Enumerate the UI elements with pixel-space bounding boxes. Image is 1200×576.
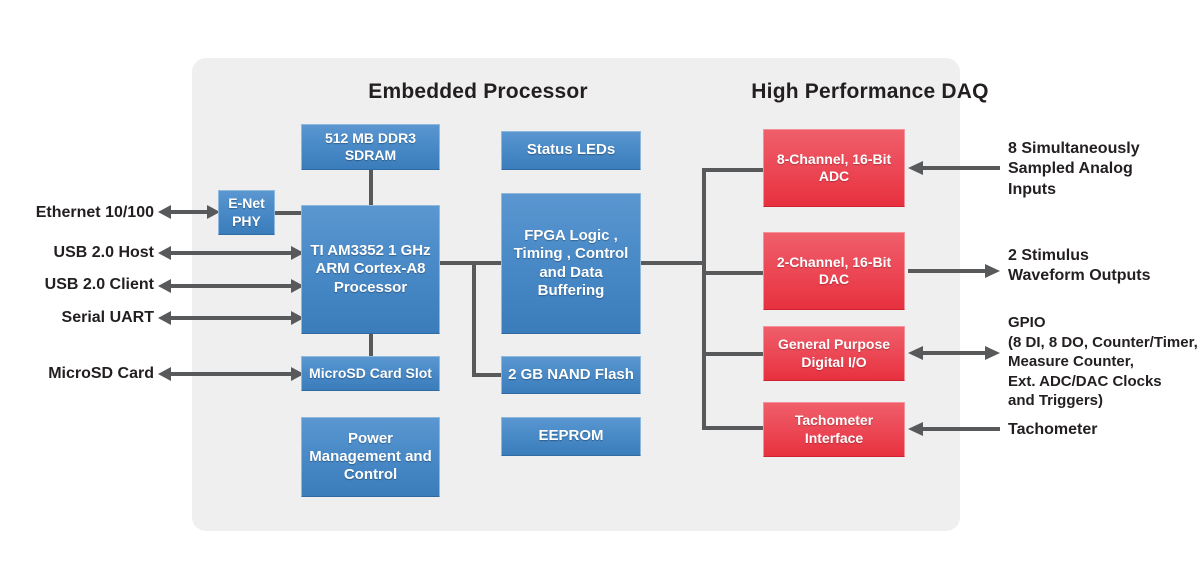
connector-fpga-to-daqbus bbox=[640, 261, 706, 265]
connector-daqbus-to-gpio bbox=[702, 352, 764, 356]
arrow-usb-client-bidirectional bbox=[158, 277, 304, 295]
connector-daqbus-to-tachometer bbox=[702, 426, 764, 430]
block-fpga[interactable]: FPGA Logic , Timing , Control and Data B… bbox=[501, 193, 641, 334]
block-general-purpose-digital-io-label: General Purpose Digital I/O bbox=[777, 336, 891, 370]
label-usb-2-0-client: USB 2.0 Client bbox=[44, 276, 154, 293]
block-enet-phy-label: E-Net PHY bbox=[228, 195, 265, 229]
block-ddr3-sdram[interactable]: 512 MB DDR3 SDRAM bbox=[301, 124, 440, 170]
block-general-purpose-digital-io[interactable]: General Purpose Digital I/O bbox=[763, 326, 905, 381]
block-power-management-and-control[interactable]: Power Management and Control bbox=[301, 417, 440, 497]
label-stimulus-waveform-outputs: 2 Stimulus Waveform Outputs bbox=[1008, 247, 1151, 285]
block-ti-am3352-processor[interactable]: TI AM3352 1 GHz ARM Cortex-A8 Processor bbox=[301, 205, 440, 334]
connector-enetphy-to-cpu bbox=[274, 211, 302, 215]
arrow-stimulus-outputs-output bbox=[908, 262, 1000, 280]
block-power-management-label: Power Management and Control bbox=[309, 429, 432, 484]
block-fpga-label: FPGA Logic , Timing , Control and Data B… bbox=[513, 226, 629, 299]
arrow-analog-inputs-input bbox=[908, 159, 1000, 177]
block-microsd-card-slot-label: MicroSD Card Slot bbox=[309, 364, 432, 381]
label-usb-2-0-host: USB 2.0 Host bbox=[53, 244, 154, 261]
arrow-gpio-bidirectional bbox=[908, 344, 1000, 362]
label-tachometer: Tachometer bbox=[1008, 421, 1098, 438]
block-status-leds[interactable]: Status LEDs bbox=[501, 131, 641, 170]
block-ddr3-sdram-label: 512 MB DDR3 SDRAM bbox=[324, 129, 417, 163]
arrow-tachometer-input bbox=[908, 420, 1000, 438]
block-tachometer-interface[interactable]: Tachometer Interface bbox=[763, 402, 905, 457]
section-title-high-performance-daq: High Performance DAQ bbox=[751, 80, 989, 103]
arrow-serial-uart-bidirectional bbox=[158, 309, 304, 327]
block-adc-label: 8-Channel, 16-Bit ADC bbox=[776, 150, 892, 184]
label-serial-uart: Serial UART bbox=[61, 309, 154, 326]
block-nand-flash[interactable]: 2 GB NAND Flash bbox=[501, 356, 641, 394]
block-adc[interactable]: 8-Channel, 16-Bit ADC bbox=[763, 129, 905, 207]
block-nand-flash-label: 2 GB NAND Flash bbox=[508, 365, 634, 383]
connector-daqbus-to-dac bbox=[702, 271, 764, 275]
label-analog-inputs: 8 Simultaneously Sampled Analog Inputs bbox=[1008, 140, 1140, 198]
block-tachometer-interface-label: Tachometer Interface bbox=[794, 412, 874, 446]
section-title-embedded-processor: Embedded Processor bbox=[368, 80, 588, 103]
connector-bus-to-nand-horizontal bbox=[472, 373, 502, 377]
block-eeprom-label: EEPROM bbox=[538, 427, 604, 445]
arrow-usb-host-bidirectional bbox=[158, 244, 304, 262]
label-microsd-card: MicroSD Card bbox=[48, 365, 154, 382]
connector-daqbus-to-adc bbox=[702, 168, 764, 172]
daq-vertical-bus bbox=[702, 168, 706, 430]
block-dac-label: 2-Channel, 16-Bit DAC bbox=[776, 253, 892, 287]
block-ti-am3352-processor-label: TI AM3352 1 GHz ARM Cortex-A8 Processor bbox=[310, 242, 431, 296]
connector-bus-to-nand-vertical bbox=[472, 261, 476, 375]
block-dac[interactable]: 2-Channel, 16-Bit DAC bbox=[763, 232, 905, 310]
block-microsd-card-slot[interactable]: MicroSD Card Slot bbox=[301, 356, 440, 391]
label-gpio-detail: GPIO (8 DI, 8 DO, Counter/Timer, Measure… bbox=[1008, 314, 1198, 409]
label-ethernet-10-100: Ethernet 10/100 bbox=[35, 204, 154, 221]
connector-cpu-to-sdslot bbox=[369, 334, 373, 357]
connector-cpu-to-fpga bbox=[440, 261, 502, 265]
connector-ddr3-to-cpu bbox=[369, 170, 373, 206]
arrow-microsd-bidirectional bbox=[158, 365, 304, 383]
block-status-leds-label: Status LEDs bbox=[526, 141, 616, 159]
arrow-ethernet-bidirectional bbox=[158, 203, 220, 221]
block-eeprom[interactable]: EEPROM bbox=[501, 417, 641, 456]
block-enet-phy[interactable]: E-Net PHY bbox=[218, 190, 275, 235]
